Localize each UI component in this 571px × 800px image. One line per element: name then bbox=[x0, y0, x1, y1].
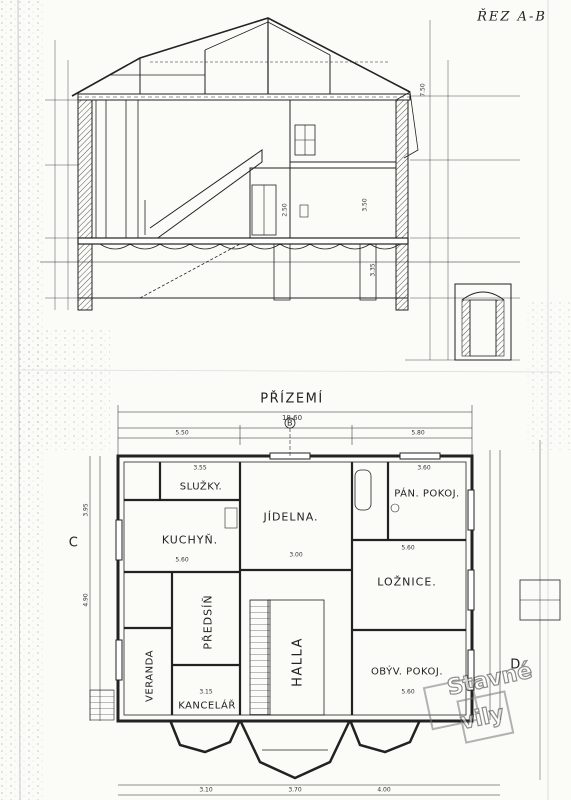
room-label-kuchyn: KUCHYŇ. bbox=[161, 533, 219, 547]
dim-section-height: 7.50 bbox=[419, 83, 427, 97]
dim-left-lower: 4.90 bbox=[82, 593, 90, 607]
room-label-jidelna: JÍDELNA. bbox=[263, 510, 319, 524]
fold-line bbox=[19, 369, 561, 373]
dim-kuchyn: 5.60 bbox=[175, 556, 189, 564]
floor-title: PŘÍZEMÍ bbox=[260, 391, 324, 407]
room-label-obyv-pokoj: OBÝV. POKOJ. bbox=[370, 666, 444, 678]
dim-top-left: 5.50 bbox=[175, 429, 189, 437]
room-label-veranda: VERANDA bbox=[144, 650, 156, 702]
room-label-predsin: PŘEDSÍŇ bbox=[201, 594, 215, 650]
dim-bottom-right: 4.00 bbox=[377, 786, 391, 794]
dim-loznice: 5.60 bbox=[401, 544, 415, 552]
room-label-sluzky: SLUŽKY. bbox=[179, 481, 223, 493]
dim-section-basement: 3.35 bbox=[369, 263, 377, 277]
floor-plan bbox=[89, 405, 561, 796]
section-marker-d: D bbox=[510, 657, 522, 673]
section-marker-b: B bbox=[287, 418, 293, 428]
dim-halla-gap: 3.00 bbox=[289, 551, 303, 559]
dim-sluzky: 3.55 bbox=[193, 464, 207, 472]
dim-bottom-left: 3.10 bbox=[199, 786, 213, 794]
room-label-halla: HALLA bbox=[290, 637, 306, 687]
dim-section-door: 2.50 bbox=[281, 203, 289, 217]
dim-bottom-mid: 3.70 bbox=[288, 786, 302, 794]
dim-pan-pokoj: 3.60 bbox=[417, 464, 431, 472]
room-label-loznice: LOŽNICE. bbox=[377, 575, 437, 589]
room-label-pan-pokoj: PÁN. POKOJ. bbox=[394, 488, 460, 500]
room-label-kancelar: KANCELÁŘ bbox=[178, 700, 236, 712]
section-marker-c: C bbox=[68, 535, 80, 551]
dim-obyv-pokoj: 5.60 bbox=[401, 688, 415, 696]
vault-detail bbox=[454, 283, 512, 361]
dim-total-width: 18.60 bbox=[281, 414, 303, 422]
dim-section-floor: 3.50 bbox=[361, 198, 369, 212]
sheet-title: ŘEZ A-B bbox=[477, 9, 547, 25]
dim-top-right: 5.80 bbox=[411, 429, 425, 437]
section-a-b bbox=[40, 17, 520, 361]
dim-kancelar: 3.15 bbox=[199, 688, 213, 696]
dim-left-upper: 3.95 bbox=[82, 503, 90, 517]
